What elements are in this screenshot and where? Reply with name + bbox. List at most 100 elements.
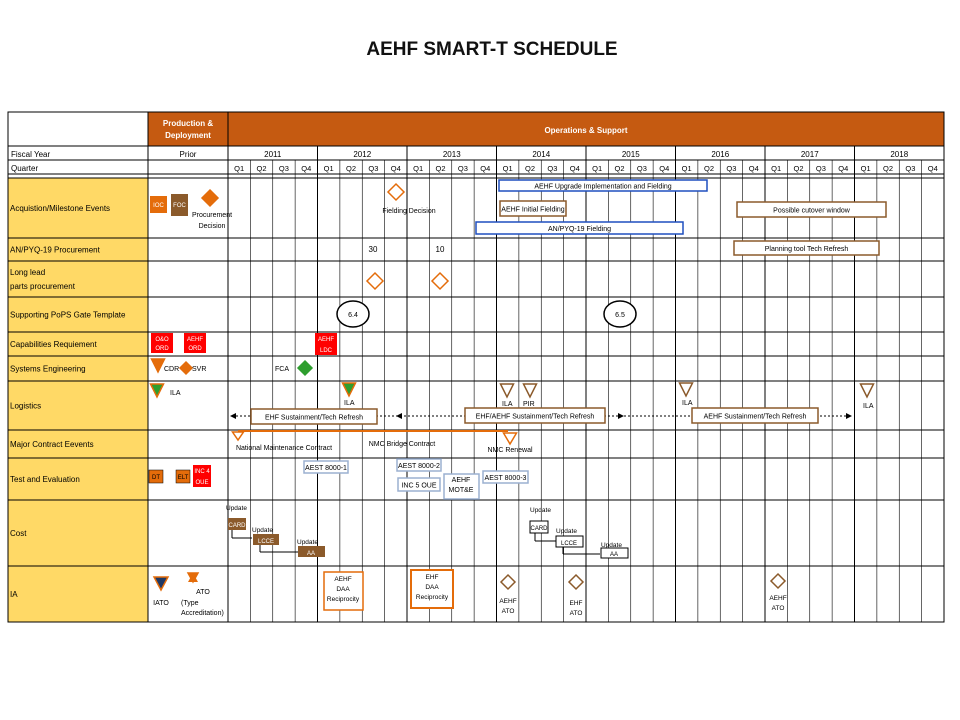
inc5-oue-box: INC 5 OUE — [401, 483, 436, 490]
nmc-renewal-label: NMC Renewal — [487, 447, 533, 454]
ila-green-triangle — [149, 383, 165, 399]
upgrade-fielding-bar-box — [498, 179, 708, 192]
update-label: Update — [252, 527, 273, 534]
quarter-header: Q2 — [346, 164, 356, 173]
cdr-label: CDR — [164, 366, 179, 373]
sustainment-3-bar: AEHF Sustainment/Tech Refresh — [704, 414, 807, 421]
gate-6-5-label: 6.5 — [615, 312, 625, 319]
oo-ord-marker — [151, 333, 173, 353]
update-label: Update — [297, 539, 318, 546]
quarter-header: Q3 — [905, 164, 915, 173]
anpyq-fielding-bar-box — [475, 221, 684, 235]
ehf-daa-label: Reciprocity — [416, 594, 449, 601]
quarter-header: Q1 — [413, 164, 423, 173]
row-label: IA — [10, 590, 18, 599]
nmc-renewal-triangle — [502, 432, 518, 446]
quarter-header: Q4 — [480, 164, 490, 173]
sustainment-3-bar-box — [691, 407, 819, 424]
quarter-header: Q4 — [928, 164, 938, 173]
initial-fielding-bar-box — [499, 200, 567, 217]
ila-outline-triangle — [499, 383, 515, 399]
row-label: Test and Evaluation — [10, 475, 80, 484]
operations-header-label: Operations & Support — [544, 126, 627, 135]
lcce-2012-box — [253, 534, 279, 545]
long-lead-diamond — [365, 271, 385, 291]
procurement-qty-2013: 10 — [436, 245, 445, 254]
ato-label: ATO — [196, 589, 210, 596]
aehf-ato-label: AEHF — [499, 598, 516, 605]
ehf-ato-label: EHF — [570, 600, 583, 607]
ila-label: ILA — [502, 401, 513, 408]
aest-3-box-box — [482, 470, 529, 484]
ila-label: ILA — [344, 400, 355, 407]
ehf-daa-label: DAA — [425, 584, 439, 591]
update-label: Update — [556, 528, 577, 535]
ehf-daa-label: EHF — [426, 574, 439, 581]
inc4-oue-label: INC 4 — [194, 469, 210, 475]
aehf-daa-label: AEHF — [334, 576, 351, 583]
gate-6-4-ellipse — [336, 300, 370, 328]
aest-1-box: AEST 8000-1 — [305, 465, 347, 472]
aehf-mote-label: MOT&E — [449, 487, 474, 494]
ila-outline-triangle — [859, 383, 875, 399]
row-label: Systems Engineering — [10, 365, 86, 374]
aehf-ato-label: ATO — [502, 608, 515, 615]
fiscal-year-2018: 2018 — [890, 150, 908, 159]
iato-label: IATO — [153, 600, 169, 607]
nmc-bridge-label: NMC Bridge Contract — [369, 441, 436, 448]
quarter-header: Q3 — [726, 164, 736, 173]
planning-tool-bar-box — [733, 240, 880, 256]
contract-start-triangle — [231, 431, 245, 442]
procurement-decision-label: Procurement — [192, 212, 232, 219]
fiscal-year-2015: 2015 — [622, 150, 640, 159]
production-header-cell — [148, 112, 228, 146]
quarter-header: Q4 — [391, 164, 401, 173]
arrowhead-icon — [618, 413, 624, 419]
aehf-ldc-label: LDC — [320, 348, 333, 354]
aehf-ato-label: ATO — [772, 605, 785, 612]
update-label: Update — [226, 505, 247, 512]
initial-fielding-bar: AEHF Initial Fielding — [501, 207, 565, 214]
quarter-header: Q1 — [592, 164, 602, 173]
aest-2-box-box — [396, 458, 442, 472]
ehf-ato-diamond — [567, 573, 585, 591]
row-label: parts procurement — [10, 282, 76, 291]
ila-label: ILA — [682, 400, 693, 407]
sustainment-1-bar-box — [250, 408, 378, 425]
upgrade-fielding-bar: AEHF Upgrade Implementation and Fielding — [534, 184, 671, 191]
row-label: Cost — [10, 529, 27, 538]
inc5-oue-box-box — [397, 477, 441, 492]
card-2011-box — [228, 518, 246, 530]
row-label: Major Contract Eevents — [10, 440, 94, 449]
fiscal-year-2016: 2016 — [711, 150, 729, 159]
row-label: Acquistion/Milestone Events — [10, 204, 110, 213]
quarter-header: Q3 — [458, 164, 468, 173]
aa-label: AA — [307, 551, 315, 557]
inc4-oue-marker — [193, 465, 211, 487]
quarter-header: Q1 — [503, 164, 513, 173]
quarter-header: Q2 — [794, 164, 804, 173]
ila-label: ILA — [863, 403, 874, 410]
oo-ord-label: ORD — [155, 346, 169, 352]
ila-green-triangle — [341, 382, 357, 398]
card-label: CARD — [228, 523, 246, 529]
lcce-label: LCCE — [258, 539, 274, 545]
procurement-decision-diamond — [200, 188, 220, 208]
svr-diamond — [178, 360, 194, 376]
elt-marker — [175, 469, 191, 484]
aehf-ato-diamond — [499, 573, 517, 591]
quarter-header: Q3 — [368, 164, 378, 173]
aest-2-box: AEST 8000-2 — [398, 463, 440, 470]
fiscal-year-2011: 2011 — [264, 150, 282, 159]
procurement-decision-label: Decision — [199, 223, 226, 230]
row-label: Long lead — [10, 268, 45, 277]
dt-marker — [148, 469, 164, 484]
prior-label: Prior — [180, 150, 197, 159]
production-header-label: Production & — [163, 119, 213, 128]
aehf-ord-label: ORD — [188, 346, 202, 352]
row-label: AN/PYQ-19 Procurement — [10, 246, 101, 255]
aehf-ato-diamond — [769, 572, 787, 590]
planning-tool-bar: Planning tool Tech Refresh — [765, 246, 849, 253]
gate-6-4-label: 6.4 — [348, 312, 358, 319]
update-label: Update — [530, 507, 551, 514]
